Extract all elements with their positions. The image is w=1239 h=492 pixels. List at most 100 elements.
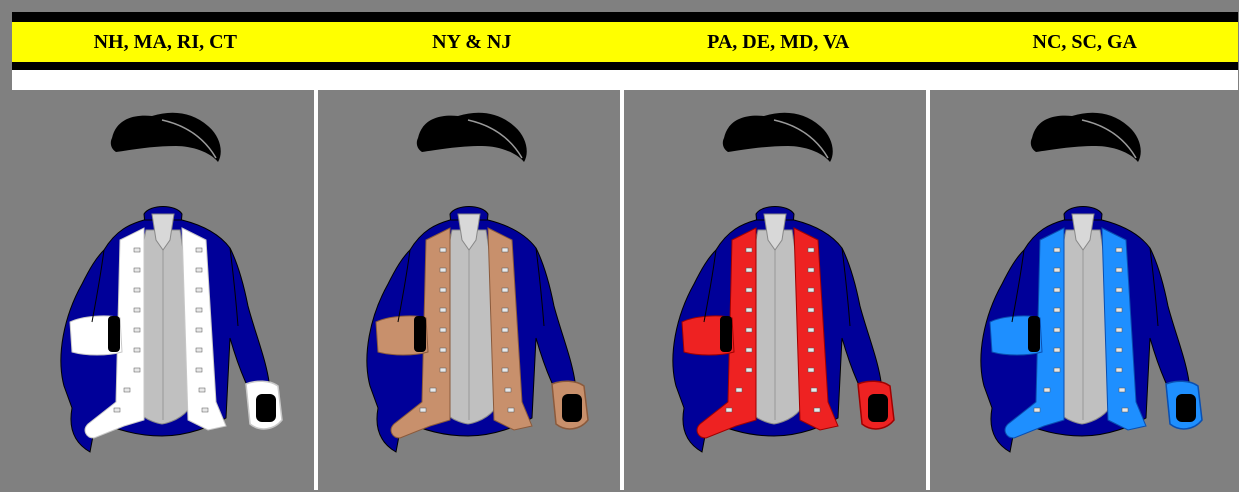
coat-button [1054, 368, 1060, 372]
coat-button [134, 268, 140, 272]
coat-button [1116, 368, 1122, 372]
coat-button [1054, 248, 1060, 252]
coat-button [726, 408, 732, 412]
coat-button [746, 248, 752, 252]
coat-button [196, 308, 202, 312]
coat-button [430, 388, 436, 392]
coat-button [196, 368, 202, 372]
coat-button [808, 368, 814, 372]
coat-button [1054, 348, 1060, 352]
top-border [12, 12, 1238, 22]
coat-button [502, 248, 508, 252]
header-divider [12, 62, 1238, 70]
coat-button [134, 368, 140, 372]
tricorn-hat-icon [417, 113, 527, 162]
coat-button [502, 288, 508, 292]
left-hand [720, 316, 732, 352]
coat-button [746, 348, 752, 352]
tricorn-hat-icon [111, 113, 221, 162]
white-band [12, 70, 1238, 90]
coat-button [199, 388, 205, 392]
coat-button [440, 248, 446, 252]
coat-button [1054, 268, 1060, 272]
region-header-row: NH, MA, RI, CT NY & NJ PA, DE, MD, VA NC… [12, 22, 1238, 62]
coat-button [808, 308, 814, 312]
coat-button [196, 248, 202, 252]
coat-button [1116, 328, 1122, 332]
left-hand [108, 316, 120, 352]
coat-button [746, 268, 752, 272]
right-hand [562, 394, 582, 422]
coat-button [134, 348, 140, 352]
coat-button [202, 408, 208, 412]
coat-button [1054, 288, 1060, 292]
uniform-panel-4 [930, 90, 1236, 490]
coat-button [196, 348, 202, 352]
coat-button [808, 288, 814, 292]
coat-button [814, 408, 820, 412]
region-header-2: NY & NJ [319, 22, 626, 62]
coat-button [440, 328, 446, 332]
coat-button [1054, 328, 1060, 332]
continental-coat-icon [981, 113, 1202, 452]
tricorn-hat-icon [723, 113, 833, 162]
coat-button [808, 328, 814, 332]
coat-button [1122, 408, 1128, 412]
coat-button [1116, 348, 1122, 352]
right-hand [256, 394, 276, 422]
continental-coat-icon [61, 113, 282, 452]
coat-button [440, 348, 446, 352]
coat-button [736, 388, 742, 392]
right-hand [868, 394, 888, 422]
coat-button [196, 268, 202, 272]
region-header-4: NC, SC, GA [932, 22, 1239, 62]
continental-coat-icon [367, 113, 588, 452]
right-hand [1176, 394, 1196, 422]
coat-button [440, 308, 446, 312]
left-hand [1028, 316, 1040, 352]
left-hand [414, 316, 426, 352]
coat-button [1116, 248, 1122, 252]
coat-button [505, 388, 511, 392]
coat-button [502, 368, 508, 372]
coat-button [502, 268, 508, 272]
region-header-1: NH, MA, RI, CT [12, 22, 319, 62]
uniform-panel-3 [624, 90, 926, 490]
coat-button [114, 408, 120, 412]
coat-button [1116, 288, 1122, 292]
coat-button [196, 328, 202, 332]
coat-button [1116, 308, 1122, 312]
coat-button [808, 248, 814, 252]
coat-button [1054, 308, 1060, 312]
coat-button [808, 268, 814, 272]
coat-button [1119, 388, 1125, 392]
coat-button [134, 308, 140, 312]
uniform-panel-2 [318, 90, 620, 490]
coat-button [440, 288, 446, 292]
coat-button [1044, 388, 1050, 392]
coat-button [746, 288, 752, 292]
coat-button [134, 248, 140, 252]
continental-coat-icon [673, 113, 894, 452]
coat-button [746, 308, 752, 312]
region-header-3: PA, DE, MD, VA [625, 22, 932, 62]
coat-button [440, 368, 446, 372]
coat-button [746, 368, 752, 372]
coat-button [746, 328, 752, 332]
coat-button [502, 348, 508, 352]
coat-button [420, 408, 426, 412]
coat-button [196, 288, 202, 292]
uniform-panel-1 [12, 90, 314, 490]
coat-button [440, 268, 446, 272]
coat-button [1034, 408, 1040, 412]
coat-button [124, 388, 130, 392]
coat-button [508, 408, 514, 412]
uniform-panels [12, 90, 1238, 490]
coat-button [134, 328, 140, 332]
coat-button [808, 348, 814, 352]
coat-button [134, 288, 140, 292]
coat-button [502, 308, 508, 312]
coat-button [811, 388, 817, 392]
tricorn-hat-icon [1031, 113, 1141, 162]
